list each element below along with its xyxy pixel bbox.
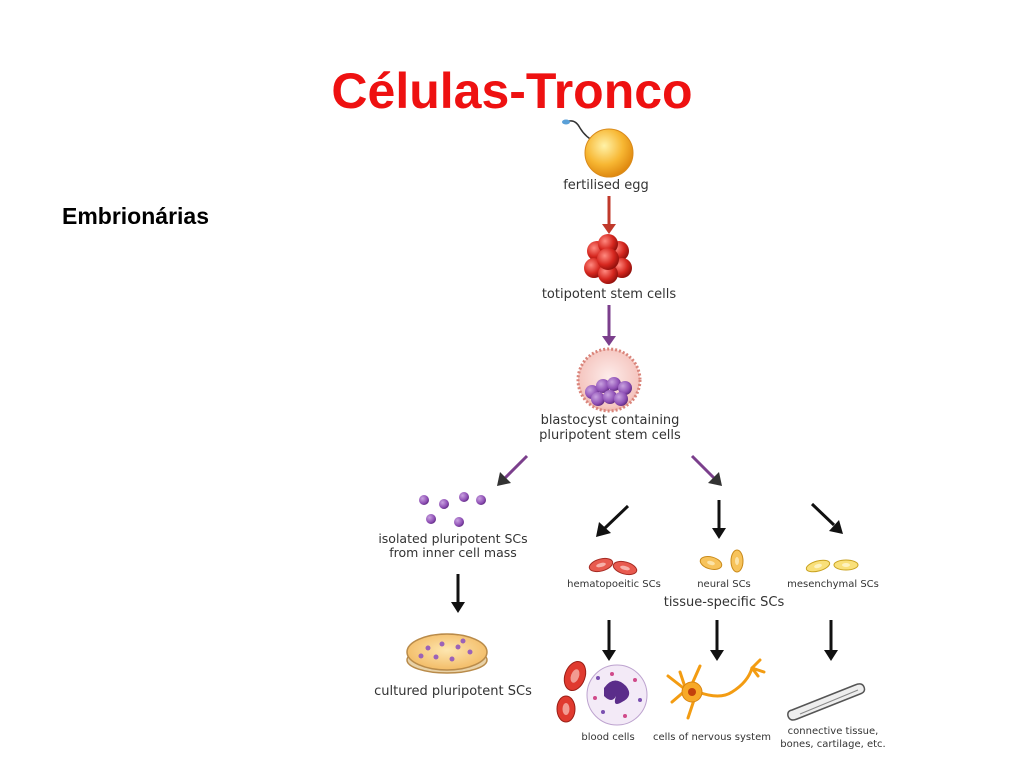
fertilised-egg-icon [562, 119, 634, 178]
petri-dish-icon [406, 633, 488, 674]
connective-label-line2: bones, cartilage, etc. [780, 739, 885, 750]
connective-label-line1: connective tissue, [788, 726, 879, 737]
neuron-icon [666, 658, 766, 720]
nervous-system-label: cells of nervous system [653, 732, 771, 743]
tissue-specific-label: tissue-specific SCs [664, 595, 785, 610]
arrow-down-icon [602, 305, 616, 346]
isolated-label-line2: from inner cell mass [389, 545, 517, 560]
neural-cells-icon [699, 549, 744, 573]
blood-cells-icon [556, 660, 648, 726]
hematopoietic-cells-icon [588, 557, 638, 576]
arrow-down-icon [824, 620, 838, 661]
slide-title: Células-Tronco [331, 63, 693, 119]
neural-label: neural SCs [697, 579, 751, 590]
mesenchymal-cells-icon [805, 559, 859, 573]
bone-icon [787, 683, 866, 721]
cultured-label: cultured pluripotent SCs [374, 684, 532, 699]
neuron-nucleus-icon [688, 688, 696, 696]
arrow-down-icon [602, 620, 616, 661]
totipotent-cells-icon [584, 234, 632, 284]
arrow-down-icon [602, 196, 616, 234]
hematopoietic-label: hematopoeitic SCs [567, 579, 661, 590]
arrow-down-icon [712, 500, 726, 539]
arrow-diagonal-right-icon [810, 502, 843, 534]
fertilised-egg-label: fertilised egg [563, 178, 649, 193]
isolated-cells-icon [419, 492, 486, 527]
blastocyst-icon [576, 347, 642, 413]
blastocyst-label-line1: blastocyst containing [541, 413, 680, 428]
arrow-diagonal-left-icon [596, 504, 630, 537]
mesenchymal-label: mesenchymal SCs [787, 579, 879, 590]
slide-subtitle: Embrionárias [62, 203, 209, 229]
arrow-down-icon [451, 574, 465, 613]
arrow-down-icon [710, 620, 724, 661]
isolated-label-line1: isolated pluripotent SCs [378, 531, 527, 546]
blood-cells-label: blood cells [581, 732, 634, 743]
arrow-diagonal-left-icon [497, 454, 529, 486]
totipotent-label: totipotent stem cells [542, 287, 677, 302]
blastocyst-label-line2: pluripotent stem cells [539, 428, 681, 443]
arrow-diagonal-right-icon [690, 454, 722, 486]
